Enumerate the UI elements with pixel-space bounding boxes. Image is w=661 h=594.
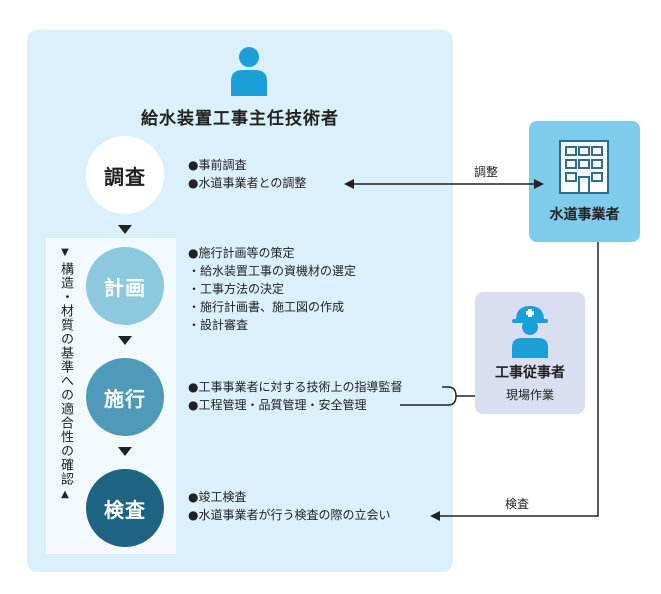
building-icon	[559, 140, 609, 194]
worker-helmet-icon	[512, 306, 548, 358]
stage-survey: 調査	[86, 136, 164, 214]
plan-items: ●施行計画等の策定 ・給水装置工事の資機材の選定 ・工事方法の決定 ・施行計画書…	[188, 244, 356, 334]
stage-construction: 施行	[86, 358, 164, 436]
inspection-label: 検査	[505, 497, 530, 511]
list-item: ●工程管理・品質管理・安全管理	[188, 398, 367, 412]
coordination-label: 調整	[474, 165, 499, 179]
inspection-items: ●竣工検査 ●水道事業者が行う検査の際の立会い	[188, 488, 390, 524]
list-item: ●事前調査	[188, 158, 247, 172]
list-item: ・給水装置工事の資機材の選定	[188, 264, 357, 278]
survey-items: ●事前調査 ●水道事業者との調整	[188, 156, 306, 192]
list-item: ・工事方法の決定	[188, 282, 285, 296]
worker-bracket-line	[400, 386, 457, 406]
side-note-text: 構造・材質の基準への適合性の確認	[58, 262, 73, 486]
stage-plan: 計画	[86, 247, 164, 325]
worker-sub-label: 現場作業	[505, 388, 554, 402]
list-item: ●水道事業者との調整	[188, 176, 307, 190]
water-utility-label: 水道事業者	[549, 207, 620, 223]
worker-label: 工事従事者	[495, 365, 565, 381]
list-item: ・設計審査	[188, 318, 249, 332]
down-arrow-icon: ▼	[61, 247, 69, 258]
construction-items: ●工事事業者に対する技術上の指導監督 ●工程管理・品質管理・安全管理	[188, 378, 402, 414]
person-icon	[231, 47, 267, 96]
list-item: ●竣工検査	[188, 490, 247, 504]
list-item: ●施行計画等の策定	[188, 246, 295, 260]
stage-inspection: 検査	[86, 469, 164, 547]
arrowhead-right-icon	[534, 179, 544, 189]
flow-arrow-icon	[118, 225, 132, 234]
arrowhead-left-icon	[430, 511, 440, 521]
flow-arrow-icon	[118, 336, 132, 345]
list-item: ・施行計画書、施工図の作成	[188, 300, 345, 314]
inspection-line	[436, 242, 599, 517]
flow-arrow-icon	[118, 447, 132, 456]
list-item: ●工事事業者に対する技術上の指導監督	[188, 380, 403, 394]
up-arrow-icon: ▲	[61, 489, 69, 500]
arrowhead-left-icon	[344, 179, 354, 189]
panel-title: 給水装置工事主任技術者	[141, 109, 339, 129]
list-item: ●水道事業者が行う検査の際の立会い	[188, 508, 391, 522]
side-note: ▼ 構造・材質の基準への適合性の確認 ▲	[52, 246, 78, 548]
